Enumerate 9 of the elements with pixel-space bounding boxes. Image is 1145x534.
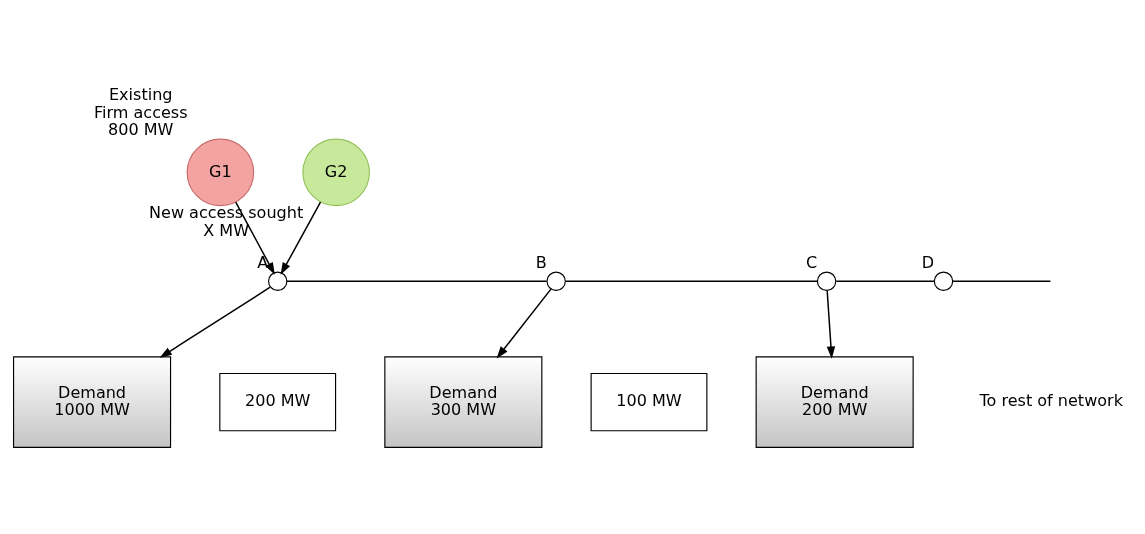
node-label: D — [921, 252, 935, 272]
node-label: B — [535, 252, 547, 272]
node-label: Existing — [109, 84, 173, 104]
node-label: 800 MW — [108, 119, 174, 139]
node-label: Firm access — [93, 102, 188, 122]
node-label: X MW — [203, 220, 250, 240]
node-label: A — [257, 252, 269, 272]
node-label: C — [806, 252, 818, 272]
label: To rest of network — [979, 390, 1123, 410]
